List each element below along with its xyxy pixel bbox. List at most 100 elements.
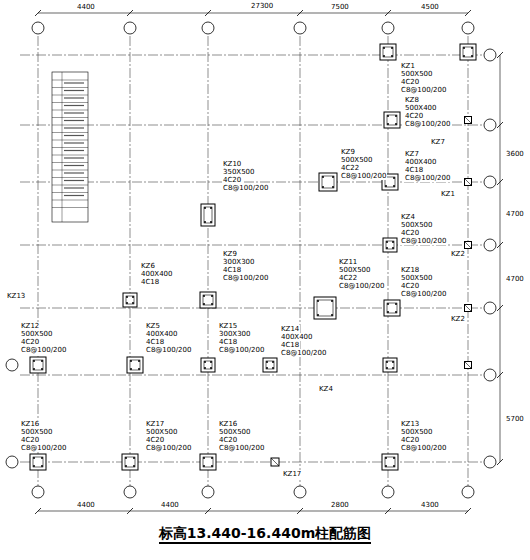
rebar-dot [317,314,319,316]
stirrup [33,360,43,370]
column-note: 4C20 [145,436,165,444]
rebar-dot [33,360,35,362]
rebar-dot [203,303,205,305]
column-note: 300X300 [218,330,252,338]
column-section [465,117,472,124]
column-note: C8@100/200 [222,184,269,192]
axis-bubble [6,359,18,371]
rebar-dot [33,368,35,370]
rebar-dot [386,361,388,363]
column-note: 4C22 [340,164,360,172]
column-note: 500X500 [145,428,179,436]
rebar-dot [386,367,388,369]
column-section [127,357,143,373]
rebar-dot [210,367,212,369]
column-note: 500X500 [400,70,434,78]
column-note: 400X400 [404,158,438,166]
dimension-text: 5700 [505,415,525,423]
rebar-dot [126,296,128,298]
rebar-dot [331,314,333,316]
rebar-dot [383,47,385,49]
dimension-tick [465,508,471,514]
rebar-dot [211,295,213,297]
column-note: 4C18 [404,166,424,174]
rebar-dot [130,360,132,362]
rebar-dot [211,457,213,459]
rebar-dot [211,465,213,467]
axis-line [388,36,389,486]
drawing-title: 标高13.440-16.440m柱配筋图 [159,524,371,544]
column-section [384,300,400,316]
rebar-dot [393,177,395,179]
column-section [465,362,472,369]
column-note: 4C18 [140,278,160,286]
column-note: 400X400 [145,330,179,338]
column-section [314,297,336,319]
axis-bubble [202,486,214,498]
rebar-dot [125,457,127,459]
rebar-dot [132,296,134,298]
column-note: 500X500 [340,156,374,164]
stirrup [130,360,140,370]
axis-bubble [484,49,496,61]
dimension-tick [465,10,471,16]
table-row [52,140,88,141]
column-note: KZ1 [440,190,456,198]
axis-bubble [294,486,306,498]
axis-line [38,36,39,486]
rebar-dot [204,207,206,209]
column-section [200,292,216,308]
rebar-dot [125,465,127,467]
rebar-dot [266,361,268,363]
axis-line [20,308,484,309]
rebar-dot [322,176,324,178]
rebar-dot [33,465,35,467]
table-text-bar [64,120,84,121]
axis-bubble [484,176,496,188]
table-row [52,200,88,201]
rebar-dot [383,55,385,57]
column-note: 4C22 [338,274,358,282]
axis-bubble [484,456,496,468]
axis-bubble [382,22,394,34]
rebar-dot [132,302,134,304]
column-note: KZ2 [450,250,466,258]
stirrup [203,457,213,467]
table-row [52,110,88,111]
stirrup [386,361,394,369]
rebar-dot [138,360,140,362]
rebar-dot [392,361,394,363]
rebar-dot [138,368,140,370]
column-hatch [465,362,472,369]
column-note: 500X500 [20,428,54,436]
column-note: C8@100/200 [340,172,387,180]
column-note: KZ17 [145,420,165,428]
rebar-dot [393,465,395,467]
table-row [52,147,88,148]
column-note: KZ17 [282,470,302,478]
table-row [52,117,88,118]
column-note: KZ10 [222,160,242,168]
table-text-bar [64,90,84,91]
dimension-tick [127,508,133,514]
table-row [52,132,88,133]
column-note: 4C20 [404,112,424,120]
table-text-bar [64,82,84,83]
rebar-dot [41,360,43,362]
column-note: KZ2 [450,315,466,323]
rebar-dot [387,123,389,125]
column-note: 4C18 [222,266,242,274]
dimension-tick [385,10,391,16]
rebar-dot [332,186,334,188]
rebar-dot [317,300,319,302]
dimension-text: 4300 [420,501,440,509]
column-note: 4C18 [145,338,165,346]
rebar-dot [266,367,268,369]
column-note: KZ7 [404,150,420,158]
stirrup [322,176,334,188]
rebar-dot [332,176,334,178]
dimension-tick [205,10,211,16]
stirrup [385,457,395,467]
column-note: KZ6 [140,262,156,270]
column-note: KZ9 [222,250,238,258]
